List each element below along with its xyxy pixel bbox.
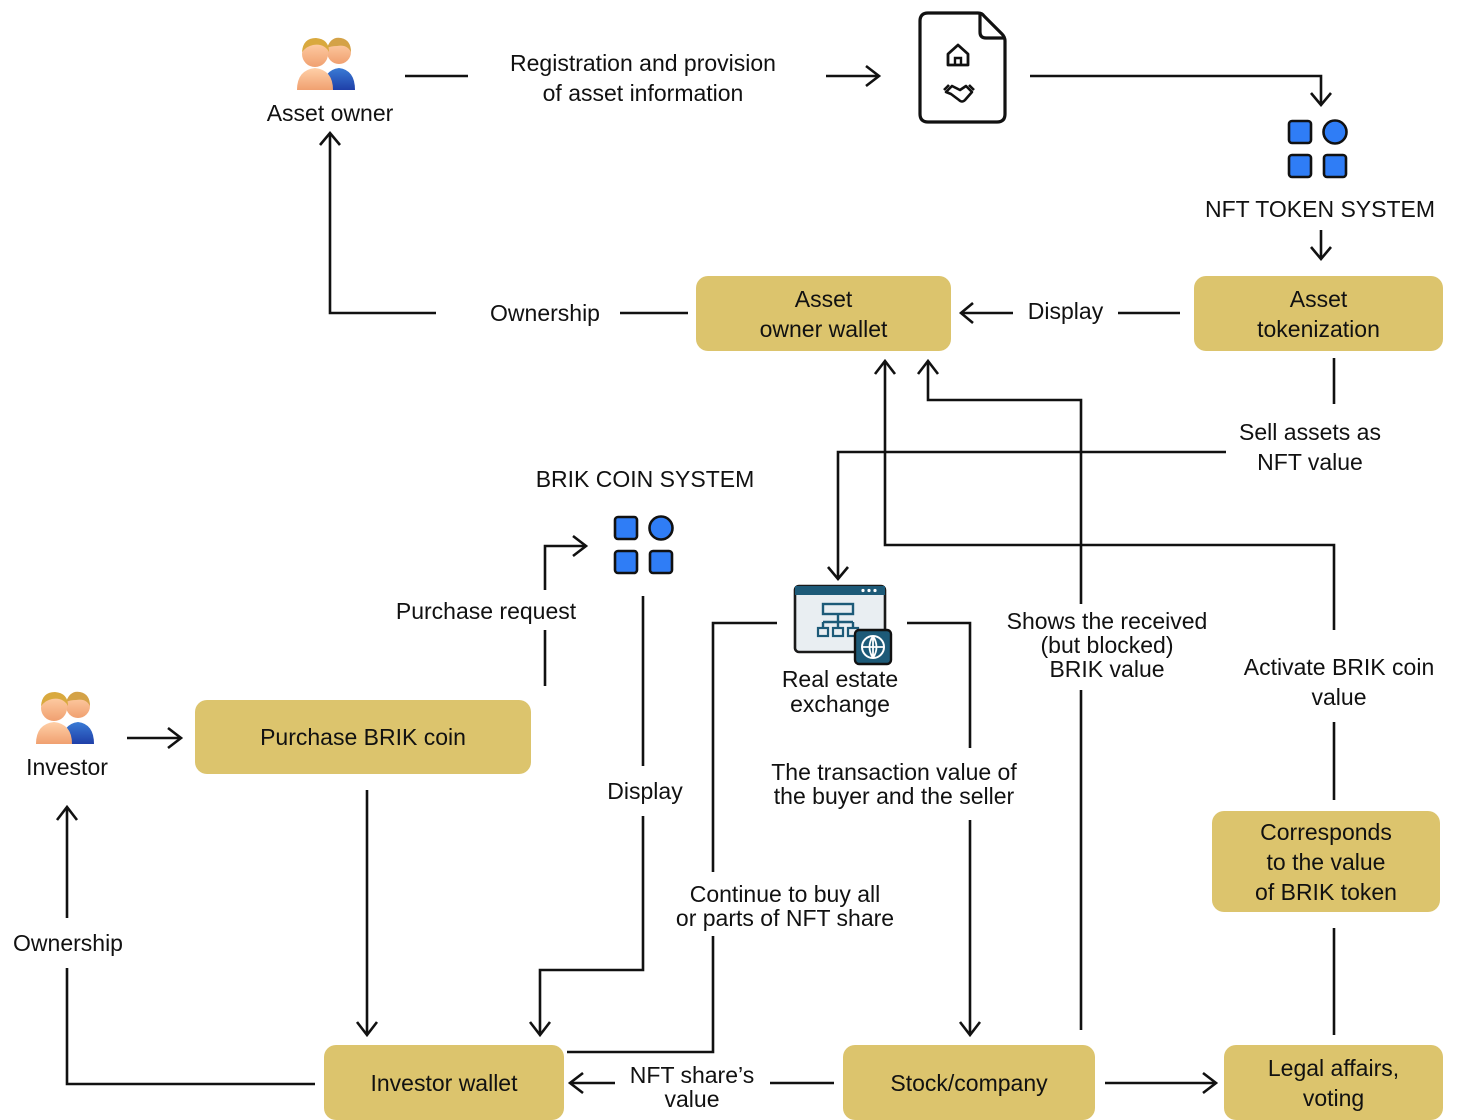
continue-buy-label: Continue to buy all or parts of NFT shar… — [675, 881, 895, 931]
arrowhead — [1310, 246, 1332, 262]
asset-owner-label: Asset owner — [266, 100, 394, 126]
purchase-request-label: Purchase request — [395, 598, 577, 624]
display-mid-label: Display — [607, 778, 683, 804]
arrowhead — [528, 1021, 552, 1038]
document-home-handshake-icon — [918, 11, 1007, 124]
shows-received-label: Shows the received (but blocked) BRIK va… — [1006, 608, 1208, 682]
edge-display-mid-bottom — [538, 816, 645, 1034]
arrowhead — [567, 1071, 584, 1095]
edge-activate-up — [883, 362, 1336, 630]
edge-transaction-top — [907, 621, 972, 748]
arrowhead — [873, 358, 897, 375]
sell-assets-label: Sell assets as NFT value — [1239, 419, 1381, 475]
ownership-top-label: Ownership — [490, 300, 600, 326]
arrowhead — [958, 302, 974, 324]
transaction-value-label: The transaction value of the buyer and t… — [771, 759, 1017, 809]
stock-company-box: Stock/company — [843, 1045, 1095, 1120]
edge-ownership-top-left — [328, 133, 436, 315]
arrowhead — [1202, 1071, 1219, 1095]
brik-coin-system-label: BRIK COIN SYSTEM — [535, 466, 755, 492]
activate-brik-label: Activate BRIK coin value — [1243, 654, 1435, 710]
edge-continue-top — [711, 621, 777, 872]
edge-sell-bottom — [836, 450, 1226, 578]
edge-doc-to-nft — [1030, 74, 1323, 104]
nft-token-system-label: NFT TOKEN SYSTEM — [1204, 196, 1436, 222]
asset-tokenization-box: Asset tokenization — [1194, 276, 1443, 351]
arrowhead — [827, 566, 849, 582]
arrowhead — [1310, 92, 1332, 108]
display-top-label: Display — [1027, 298, 1104, 324]
arrowhead — [958, 1021, 982, 1038]
corresponds-box: Corresponds to the value of BRIK token — [1212, 811, 1440, 912]
asset-owner-wallet-box: Asset owner wallet — [696, 276, 951, 351]
legal-affairs-box: Legal affairs, voting — [1224, 1045, 1443, 1120]
investor-label: Investor — [26, 754, 108, 780]
edge-purchase-request-high — [543, 544, 585, 590]
purchase-brik-coin-box: Purchase BRIK coin — [195, 700, 531, 774]
apps-grid-icon — [1287, 119, 1348, 179]
arrowhead — [916, 358, 940, 375]
users-icon — [297, 37, 355, 90]
arrowhead — [319, 130, 341, 146]
ownership-left-label: Ownership — [13, 930, 123, 956]
arrowhead — [572, 534, 589, 558]
registration-label: Registration and provision of asset info… — [510, 50, 776, 106]
arrowhead — [167, 726, 184, 750]
arrowhead — [55, 804, 79, 821]
apps-grid-icon — [613, 515, 674, 575]
investor-wallet-box: Investor wallet — [324, 1045, 564, 1120]
arrowhead — [355, 1021, 379, 1038]
edge-shows-upper — [926, 362, 1083, 604]
web-sitemap-globe-icon — [793, 584, 893, 666]
users-icon — [36, 691, 94, 744]
edge-ownership-left-bottom — [65, 968, 315, 1086]
edge-continue-bottom — [567, 936, 715, 1054]
arrowhead — [865, 64, 882, 88]
nft-share-value-label: NFT share’s value — [629, 1062, 755, 1112]
real-estate-exchange-label: Real estate exchange — [781, 666, 899, 717]
